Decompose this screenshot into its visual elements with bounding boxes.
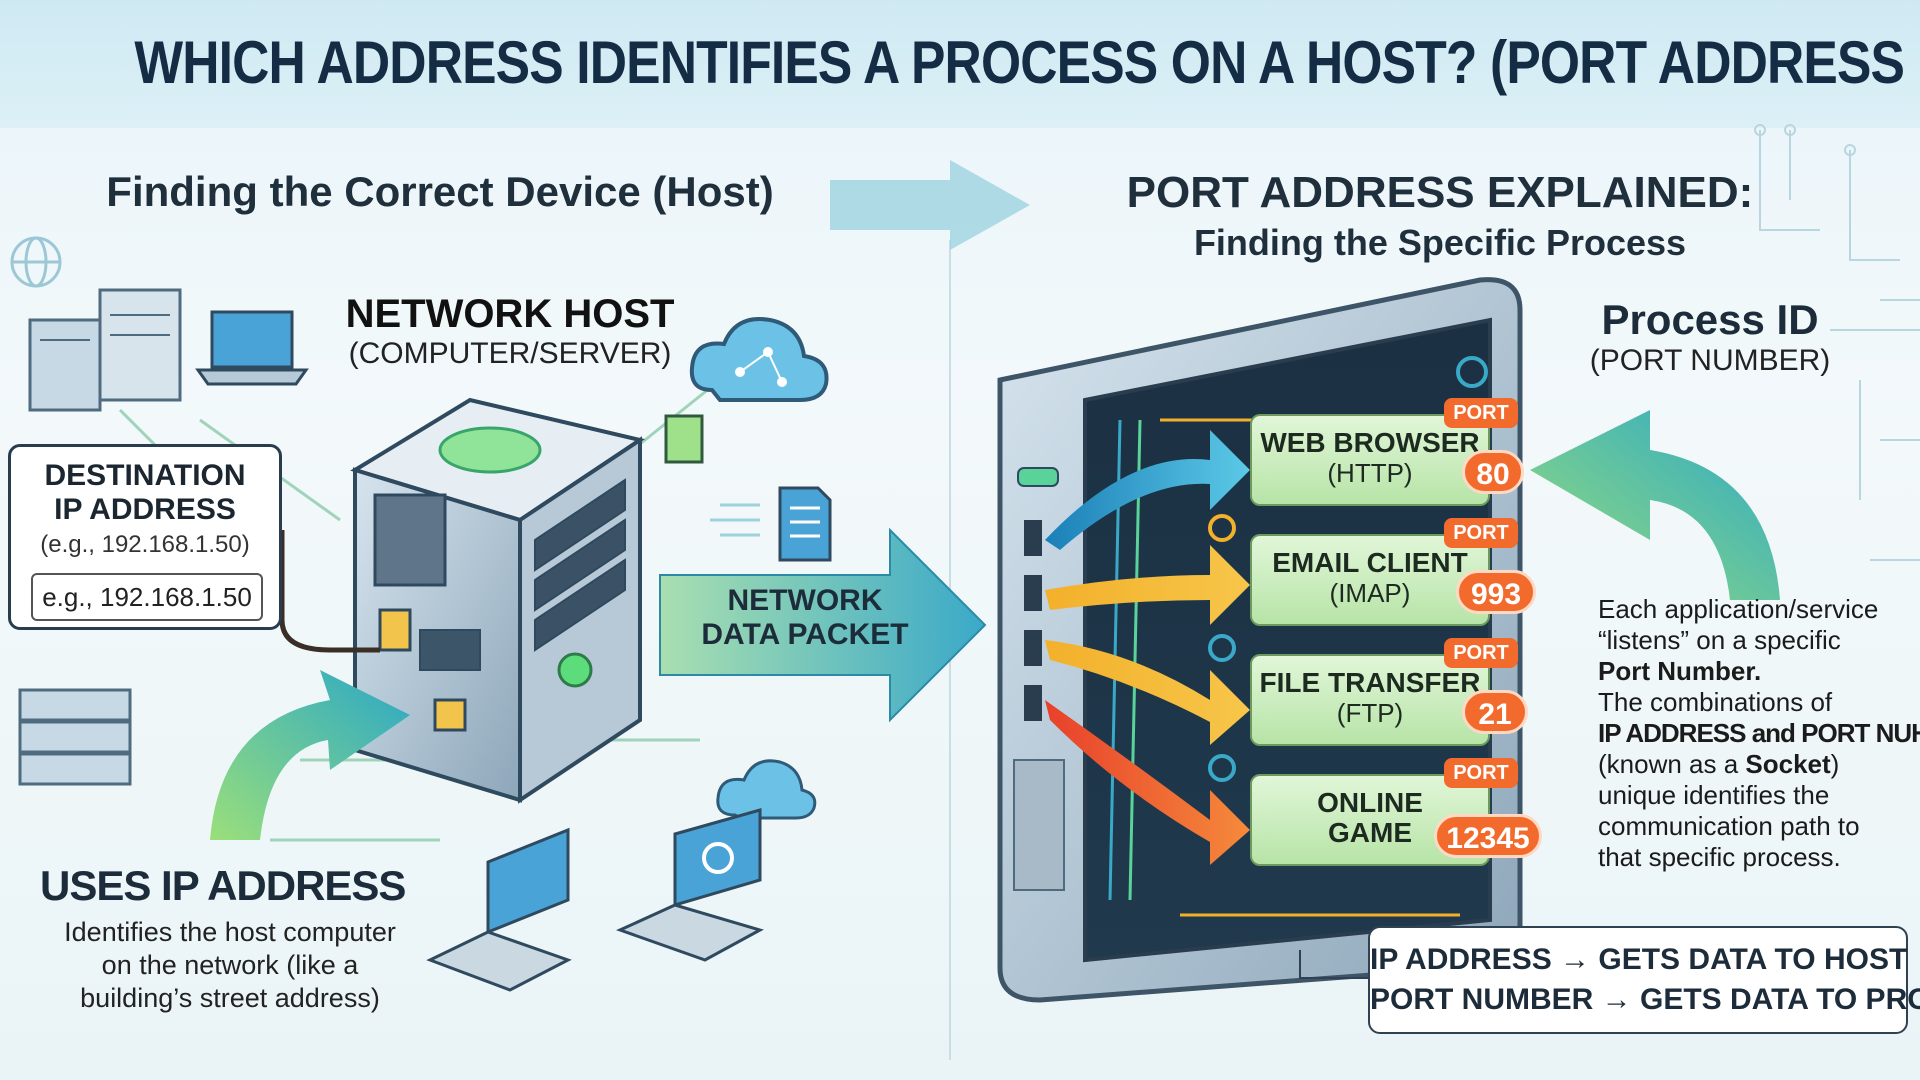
server-stack-icon-lower: [18, 688, 132, 786]
computer-chassis: [997, 277, 1523, 1003]
process-id-arrow: [1530, 410, 1780, 600]
explain-line: The combinations of: [1598, 687, 1833, 717]
process-id-title: Process ID: [1601, 296, 1819, 343]
server-stack-icon: [28, 288, 182, 412]
flow-arrow-game: [1045, 700, 1250, 865]
dest-title: DESTINATION IP ADDRESS: [11, 459, 279, 527]
process-protocol: GAME: [1328, 817, 1412, 848]
port-tag: PORT: [1444, 638, 1518, 668]
process-name: ONLINE: [1317, 787, 1423, 818]
process-protocol: (HTTP): [1327, 458, 1413, 488]
document-icon: [664, 414, 832, 562]
flow-arrow-web: [1045, 430, 1250, 550]
explain-line: IP ADDRESS and PORT NUHER: [1598, 718, 1920, 748]
port-tag: PORT: [1444, 518, 1518, 548]
uses-ip-description: Identifies the host computer on the netw…: [40, 916, 420, 1015]
process-box-web-browser: WEB BROWSER (HTTP): [1250, 414, 1490, 506]
uses-line-2: on the network (like a: [101, 950, 359, 980]
right-heading: PORT ADDRESS EXPLAINED: Finding the Spec…: [1060, 168, 1820, 264]
ip-address-field: e.g., 192.168.1.50: [31, 573, 263, 621]
cloud-icon-small: [716, 759, 817, 820]
explain-text: ): [1830, 749, 1840, 779]
socket-term: Socket: [1745, 749, 1831, 779]
page-title: WHICH ADDRESS IDENTIFIES A PROCESS ON A …: [134, 29, 1920, 96]
network-host-label: NETWORK HOST (COMPUTER/SERVER): [320, 292, 700, 371]
destination-ip-card: DESTINATION IP ADDRESS (e.g., 192.168.1.…: [8, 444, 282, 630]
laptop-icon: [195, 310, 309, 386]
explain-line: that specific process.: [1598, 842, 1841, 872]
dest-title-line1: DESTINATION: [44, 459, 246, 492]
process-box-file-transfer: FILE TRANSFER (FTP): [1250, 654, 1490, 746]
top-arrow: [830, 160, 1030, 250]
network-cable: [279, 530, 380, 653]
port-tag: PORT: [1444, 758, 1518, 788]
socket-explanation: Each application/service “listens” on a …: [1598, 594, 1920, 873]
uses-ip-title: USES IP ADDRESS: [40, 862, 406, 909]
uses-ip-arrow: [210, 670, 410, 840]
server-icon: [350, 397, 645, 804]
summary-line-ip: IP ADDRESS → GETS DATA TO HOST: [1370, 943, 1908, 976]
explain-line-socket: (known as a Socket): [1598, 749, 1914, 780]
process-name: EMAIL CLIENT: [1272, 547, 1468, 578]
host-subtitle: (COMPUTER/SERVER): [348, 337, 672, 370]
dest-example: (e.g., 192.168.1.50): [40, 531, 250, 558]
explain-line: unique identifies the: [1598, 780, 1830, 810]
uses-ip-caption: USES IP ADDRESS Identifies the host comp…: [40, 862, 420, 1015]
port-number-badge: 993: [1456, 570, 1536, 614]
process-id-label: Process ID (PORT NUMBER): [1560, 296, 1860, 378]
port-number-badge: 21: [1462, 690, 1528, 734]
port-address-subheading: Finding the Specific Process: [1193, 222, 1687, 263]
process-protocol: (FTP): [1336, 698, 1404, 728]
process-name: FILE TRANSFER: [1259, 667, 1481, 698]
summary-box: IP ADDRESS → GETS DATA TO HOST PORT NUMB…: [1368, 926, 1920, 1034]
process-protocol: (IMAP): [1329, 578, 1411, 608]
explain-text: (known as a: [1598, 749, 1746, 779]
explain-line: Each application/service: [1598, 594, 1879, 624]
circuit-lines: [1754, 124, 1920, 561]
packet-line-2: DATA PACKET: [701, 618, 909, 651]
summary-line-port: PORT NUMBER → GETS DATA TO PROCESS: [1370, 983, 1920, 1016]
packet-label: NETWORK DATA PACKET: [680, 584, 930, 652]
explain-line: communication path to: [1598, 811, 1860, 841]
port-number-badge: 80: [1462, 450, 1524, 494]
laptop-icon-bottom: [426, 808, 764, 992]
process-id-subtitle: (PORT NUMBER): [1589, 344, 1831, 377]
host-title: NETWORK HOST: [345, 292, 675, 336]
packet-line-1: NETWORK: [727, 584, 883, 617]
cloud-icon: [689, 317, 829, 402]
summary-connector: [1299, 950, 1368, 979]
process-name: WEB BROWSER: [1260, 427, 1480, 458]
title-banner: [0, 0, 1920, 128]
dest-title-line2: IP ADDRESS: [54, 493, 236, 526]
port-number-badge: 12345: [1434, 814, 1542, 858]
explain-line: “listens” on a specific: [1598, 625, 1841, 655]
uses-line-3: building’s street address): [80, 983, 380, 1013]
port-address-heading: PORT ADDRESS EXPLAINED:: [1126, 168, 1754, 217]
left-heading: Finding the Correct Device (Host): [106, 168, 774, 215]
packet-arrow: [659, 527, 987, 723]
explain-line: Port Number.: [1598, 656, 1762, 686]
flow-arrow-email: [1045, 545, 1250, 625]
uses-line-1: Identifies the host computer: [64, 917, 396, 947]
process-box-email-client: EMAIL CLIENT (IMAP): [1250, 534, 1490, 626]
flow-arrow-ftp: [1045, 640, 1250, 745]
port-tag: PORT: [1444, 398, 1518, 428]
globe-icon: [10, 236, 62, 288]
